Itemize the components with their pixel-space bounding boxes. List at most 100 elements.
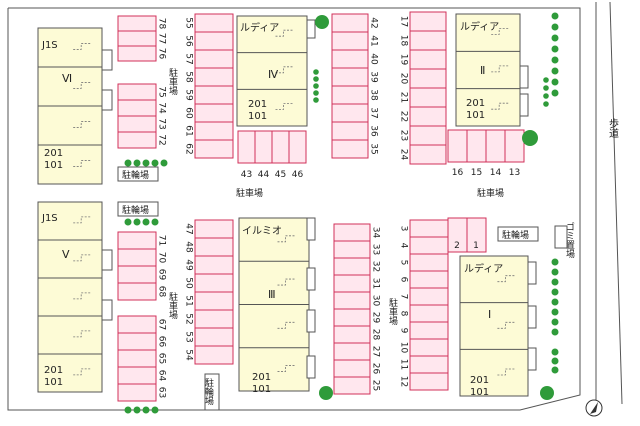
tree-icon (551, 308, 559, 316)
building-iii-room-lower: 101 (252, 384, 271, 395)
parking-space-number: 18 (399, 35, 409, 47)
building-vi-stair-hint (73, 43, 92, 50)
parking-space-number: 70 (157, 252, 167, 264)
parking-label-2: 駐車場 (236, 187, 263, 199)
parking-space-number: 12 (399, 376, 409, 387)
building-ii-name: ルディア (460, 20, 499, 33)
building-v-stair-hint (73, 216, 92, 224)
tree-icon (551, 23, 559, 31)
parking-space-number: 58 (184, 71, 194, 83)
building-v-stair-hint (73, 254, 92, 262)
building-iii-stair-hint (277, 278, 296, 286)
building-vi-number: Ⅵ (62, 72, 72, 85)
bicycle-box-4 (204, 373, 220, 411)
parking-space-number: 71 (157, 235, 167, 246)
garbage-box (554, 225, 568, 249)
entrance-stub (306, 19, 316, 39)
parking-space-number: 48 (184, 241, 194, 253)
tree-icon (151, 159, 159, 167)
building-v-stair-hint (73, 368, 92, 376)
parking-space-number: 28 (371, 329, 381, 341)
parking-space-number: 66 (157, 336, 167, 348)
parking-space-number: 24 (399, 149, 409, 161)
tree-icon (319, 386, 333, 400)
parking-label-5: 駐車場 (387, 297, 398, 326)
parking-space-number: 54 (184, 349, 194, 361)
tree-icon (133, 406, 141, 414)
building-i-stair-hint (497, 275, 516, 283)
tree-icon (124, 218, 132, 226)
site-boundary (7, 7, 581, 411)
entrance-stub (527, 261, 537, 285)
parking-space-number: 74 (157, 102, 167, 114)
tree-icon (540, 386, 554, 400)
building-ii-outline (455, 13, 521, 127)
parking-space-number: 14 (490, 168, 502, 178)
parking-space-number: 49 (184, 259, 194, 271)
parking-space-number: 45 (275, 170, 286, 180)
tree-icon (315, 15, 329, 29)
parking-space-number: 42 (369, 17, 379, 28)
building-ii-stair-hint (491, 102, 510, 110)
parking-space-number: 73 (157, 118, 167, 129)
sidewalk-label: 歩道 (607, 117, 619, 138)
building-iii-stair-hint (277, 235, 296, 243)
tree-icon (151, 218, 159, 226)
bicycle-box-3 (497, 226, 539, 242)
entrance-stub (519, 65, 529, 89)
entrance-stub (101, 299, 113, 321)
bicycle-label-3: 駐輪場 (502, 229, 529, 241)
tree-icon (142, 159, 150, 167)
building-iii-stair-hint (277, 365, 296, 372)
building-vi-stair-hint (73, 82, 92, 89)
parking-space-number: 41 (369, 35, 379, 46)
bicycle-label-2: 駐輪場 (122, 204, 149, 216)
parking-space-number: 32 (371, 261, 381, 272)
parking-space-number: 34 (371, 227, 381, 239)
building-ii-stair-hint (491, 28, 510, 35)
building-iv-outline (236, 15, 308, 127)
entrance-stub (527, 305, 537, 329)
building-iii-number: Ⅲ (268, 288, 276, 301)
parking-space-number: 19 (399, 54, 409, 66)
parking-space-number: 17 (399, 16, 409, 27)
entrance-stub (306, 309, 316, 333)
tree-icon (313, 76, 319, 82)
parking-space-number: 35 (369, 143, 379, 154)
parking-space-number: 20 (399, 73, 409, 85)
tree-icon (551, 288, 559, 296)
building-vi-stair-hint (73, 160, 92, 167)
garbage-label: ゴミ置場 (564, 221, 575, 259)
parking-space-number: 2 (454, 241, 460, 251)
parking-space-number: 26 (371, 363, 381, 375)
tree-icon (133, 218, 141, 226)
tree-icon (124, 159, 132, 167)
road-edge-right (609, 1, 623, 405)
north-arrow-icon (585, 399, 603, 417)
parking-space-number: 56 (184, 35, 194, 47)
tree-icon (313, 97, 319, 103)
entrance-stub (101, 249, 113, 271)
tree-icon (133, 159, 141, 167)
tree-icon (142, 218, 150, 226)
building-iv-number: Ⅳ (268, 68, 279, 81)
tree-icon (151, 406, 159, 414)
tree-icon (124, 406, 132, 414)
building-i-number: Ⅰ (488, 308, 491, 321)
tree-icon (551, 348, 559, 356)
building-v-name: J1S (41, 213, 58, 224)
parking-space-number: 43 (241, 170, 252, 180)
building-iv-stair-hint (275, 66, 294, 74)
parking-space-number: 68 (157, 286, 167, 298)
tree-icon (551, 278, 559, 286)
tree-icon (551, 328, 559, 336)
